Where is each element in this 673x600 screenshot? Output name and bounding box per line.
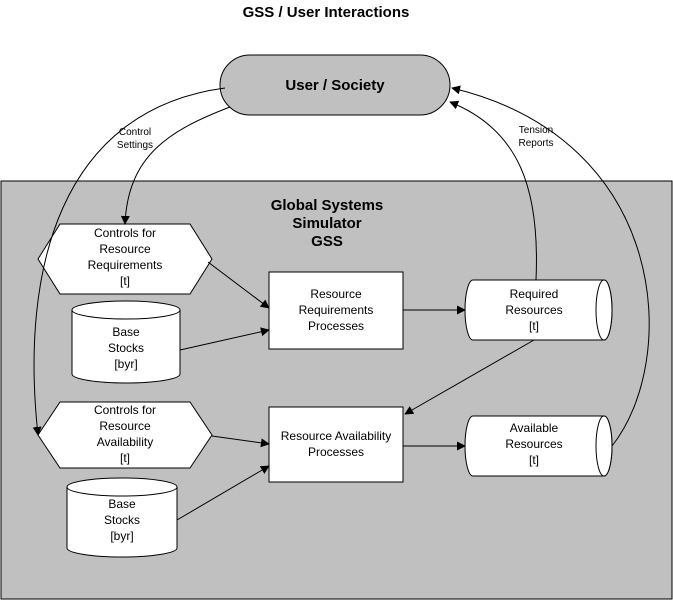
svg-text:Processes: Processes bbox=[308, 445, 364, 459]
svg-text:Resource Availability: Resource Availability bbox=[281, 429, 392, 443]
edge-user-to-controls-requirements bbox=[120, 106, 231, 225]
svg-text:Controls for: Controls for bbox=[94, 403, 156, 417]
svg-text:[t]: [t] bbox=[529, 319, 539, 333]
edge-required-resources-to-avail-processes bbox=[404, 339, 535, 415]
base-stocks-2-node: Base Stocks [byr] bbox=[66, 477, 178, 558]
controls-resource-availability-node: Controls for Resource Availability [t] bbox=[37, 401, 213, 469]
edge-controls-requirements-to-processes bbox=[207, 261, 270, 309]
svg-text:[t]: [t] bbox=[529, 453, 539, 467]
svg-text:Requirements: Requirements bbox=[88, 258, 163, 272]
svg-text:Resource: Resource bbox=[99, 242, 151, 256]
gss-label: Global Systems Simulator GSS bbox=[271, 197, 384, 250]
base-stocks-1-node: Base Stocks [byr] bbox=[71, 300, 181, 384]
svg-text:Stocks: Stocks bbox=[104, 513, 140, 527]
resource-availability-processes-node: Resource Availability Processes bbox=[268, 406, 404, 483]
edge-controls-availability-to-processes bbox=[211, 435, 270, 448]
svg-text:[t]: [t] bbox=[120, 451, 130, 465]
controls-resource-requirements-node: Controls for Resource Requirements [t] bbox=[37, 223, 213, 295]
svg-text:Stocks: Stocks bbox=[108, 341, 144, 355]
svg-text:Global Systems: Global Systems bbox=[271, 197, 384, 214]
svg-text:Resource: Resource bbox=[310, 287, 362, 301]
svg-text:Settings: Settings bbox=[117, 140, 153, 151]
edge-base-stocks-1-to-req-processes bbox=[179, 327, 270, 351]
svg-text:Base: Base bbox=[112, 325, 140, 339]
svg-text:Availability: Availability bbox=[97, 435, 153, 449]
edge-required-resources-to-user bbox=[449, 100, 537, 281]
diagram-title: GSS / User Interactions bbox=[243, 4, 410, 21]
edge-available-resources-to-user bbox=[451, 85, 650, 447]
edge-user-to-controls-availability bbox=[32, 87, 226, 436]
svg-text:Reports: Reports bbox=[518, 138, 553, 149]
svg-text:Resource: Resource bbox=[99, 419, 151, 433]
svg-text:Resources: Resources bbox=[505, 437, 562, 451]
svg-text:Control: Control bbox=[119, 127, 151, 138]
svg-text:Requirements: Requirements bbox=[299, 303, 374, 317]
svg-text:Simulator: Simulator bbox=[292, 215, 361, 232]
required-resources-node: Required Resources [t] bbox=[464, 279, 613, 341]
svg-text:[byr]: [byr] bbox=[114, 357, 137, 371]
svg-text:Controls for: Controls for bbox=[94, 226, 156, 240]
control-settings-label: Control Settings bbox=[117, 127, 153, 151]
svg-text:Base: Base bbox=[108, 497, 136, 511]
svg-text:Tension: Tension bbox=[519, 125, 553, 136]
user-society-label: User / Society bbox=[285, 77, 385, 94]
available-resources-node: Available Resources [t] bbox=[464, 415, 613, 477]
svg-text:Resources: Resources bbox=[505, 303, 562, 317]
tension-reports-label: Tension Reports bbox=[518, 125, 553, 149]
svg-text:GSS: GSS bbox=[311, 233, 343, 250]
svg-text:[t]: [t] bbox=[120, 274, 130, 288]
svg-text:Required: Required bbox=[510, 287, 559, 301]
svg-text:Processes: Processes bbox=[308, 319, 364, 333]
svg-text:[byr]: [byr] bbox=[110, 529, 133, 543]
edge-base-stocks-2-to-avail-processes bbox=[176, 465, 270, 521]
svg-text:Available: Available bbox=[510, 421, 559, 435]
user-society-node: User / Society bbox=[219, 54, 451, 116]
resource-requirements-processes-node: Resource Requirements Processes bbox=[268, 271, 404, 350]
